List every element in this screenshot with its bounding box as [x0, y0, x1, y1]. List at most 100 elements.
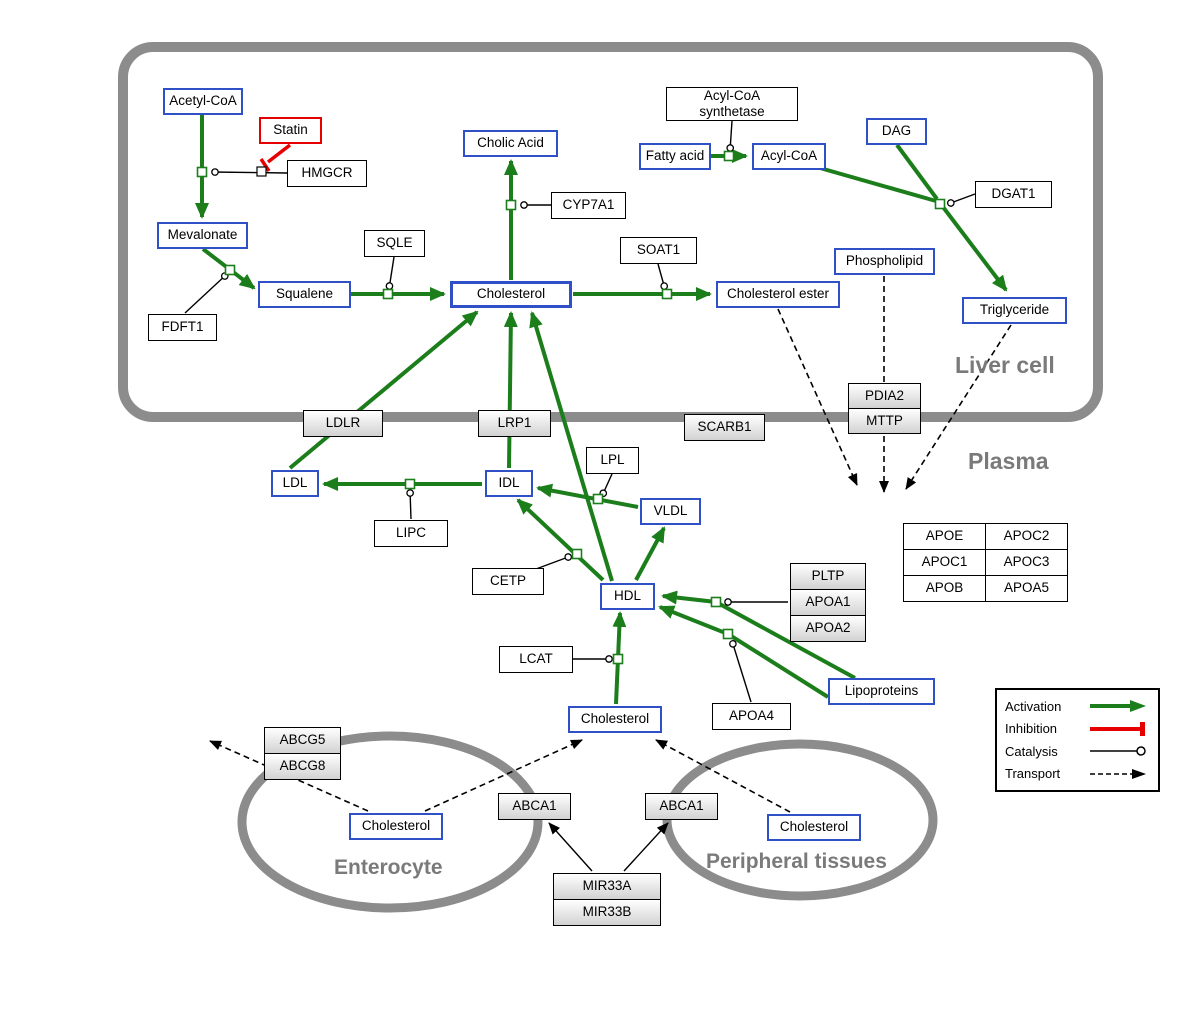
peripheral-tissues-membrane — [662, 739, 938, 901]
transport-enterocyte-cholesterol-abca1 — [424, 739, 583, 812]
membranes — [118, 42, 1103, 913]
activation-arrow-icon — [1090, 700, 1146, 713]
node-phospholipid[interactable]: Phospholipid — [834, 248, 935, 275]
liver-cell-membrane — [118, 42, 1103, 422]
node-abca1-right[interactable]: ABCA1 — [645, 793, 718, 820]
node-hdl[interactable]: HDL — [600, 583, 655, 610]
node-apoa5[interactable]: APOA5 — [985, 575, 1068, 602]
transport-edges — [209, 276, 1012, 813]
node-apoa5-label: APOA5 — [1003, 580, 1050, 596]
node-lipoproteins[interactable]: Lipoproteins — [828, 678, 935, 705]
node-cholesterol-enterocyte-label: Cholesterol — [361, 818, 431, 834]
transport-peripheral-cholesterol-abca1 — [655, 739, 791, 813]
node-vldl[interactable]: VLDL — [640, 498, 701, 525]
node-apoc1-label: APOC1 — [921, 554, 968, 570]
node-scarb1[interactable]: SCARB1 — [684, 414, 765, 441]
catalysis-cetp — [535, 553, 573, 570]
node-abcg8[interactable]: ABCG8 — [264, 753, 341, 780]
node-cholesterol-plasma[interactable]: Cholesterol — [568, 706, 662, 733]
legend-row-activation: Activation — [1005, 699, 1150, 714]
node-idl-label: IDL — [498, 475, 520, 491]
node-apoa1[interactable]: APOA1 — [790, 589, 866, 616]
catalysis-dgat1 — [946, 193, 976, 207]
node-squalene[interactable]: Squalene — [258, 281, 351, 308]
legend-activation-label: Activation — [1005, 698, 1062, 714]
node-apoc1[interactable]: APOC1 — [903, 549, 986, 576]
node-triglyceride-label: Triglyceride — [979, 302, 1050, 318]
node-cholesterol-enterocyte[interactable]: Cholesterol — [349, 813, 443, 840]
node-apoa2[interactable]: APOA2 — [790, 615, 866, 642]
node-lrp1[interactable]: LRP1 — [478, 410, 551, 437]
edge-mir33-abca1-right — [623, 822, 669, 872]
node-apoc2[interactable]: APOC2 — [985, 523, 1068, 550]
edge-dgat-node-triglyceride — [941, 205, 1008, 292]
node-cholesterol-ester-label: Cholesterol ester — [726, 286, 830, 302]
node-cholic-acid[interactable]: Cholic Acid — [463, 130, 558, 157]
node-statin[interactable]: Statin — [259, 117, 322, 144]
node-cholesterol-ester[interactable]: Cholesterol ester — [716, 281, 840, 308]
node-cyp7a1-label: CYP7A1 — [562, 197, 615, 213]
node-ldl[interactable]: LDL — [271, 470, 319, 497]
node-cholesterol-peripheral[interactable]: Cholesterol — [767, 814, 861, 841]
node-apoe[interactable]: APOE — [903, 523, 986, 550]
node-lpl[interactable]: LPL — [586, 447, 639, 474]
node-triglyceride[interactable]: Triglyceride — [962, 297, 1067, 324]
mir33-edges — [548, 822, 669, 872]
node-cholesterol-liver[interactable]: Cholesterol — [450, 281, 572, 308]
node-dgat1[interactable]: DGAT1 — [975, 181, 1052, 208]
node-lrp1-label: LRP1 — [497, 415, 532, 431]
node-hdl-label: HDL — [613, 588, 641, 604]
node-acyl-coa-synthetase[interactable]: Acyl-CoA synthetase — [666, 87, 798, 121]
node-apoa4[interactable]: APOA4 — [712, 703, 791, 730]
node-fdft1[interactable]: FDFT1 — [148, 314, 217, 341]
node-hmgcr-label: HMGCR — [301, 165, 353, 181]
node-pltp[interactable]: PLTP — [790, 563, 866, 590]
node-cetp[interactable]: CETP — [472, 568, 544, 595]
node-apob[interactable]: APOB — [903, 575, 986, 602]
node-pdia2[interactable]: PDIA2 — [848, 383, 921, 409]
node-dag[interactable]: DAG — [866, 118, 927, 145]
node-sqle[interactable]: SQLE — [364, 230, 425, 257]
catalysis-lpl — [599, 473, 613, 498]
node-cholic-acid-label: Cholic Acid — [477, 135, 544, 151]
catalysis-soat1 — [657, 263, 669, 290]
plasma-label: Plasma — [968, 448, 1049, 474]
node-lcat[interactable]: LCAT — [499, 646, 573, 673]
node-apoa1-label: APOA1 — [805, 594, 851, 610]
node-acetyl-coa[interactable]: Acetyl-CoA — [163, 88, 243, 115]
node-apoa2-label: APOA2 — [805, 620, 851, 636]
node-abcg5[interactable]: ABCG5 — [264, 727, 341, 754]
node-vldl-label: VLDL — [653, 503, 688, 519]
node-lipc-label: LIPC — [395, 525, 426, 541]
node-soat1[interactable]: SOAT1 — [620, 237, 697, 264]
node-mir33b[interactable]: MIR33B — [553, 899, 661, 926]
legend-row-inhibition: Inhibition — [1005, 721, 1150, 736]
node-ldlr[interactable]: LDLR — [303, 410, 383, 437]
edge-vldl-idl — [536, 483, 639, 509]
liver-cell-label: Liver cell — [955, 352, 1055, 378]
node-cyp7a1[interactable]: CYP7A1 — [551, 192, 626, 219]
node-statin-label: Statin — [273, 122, 308, 138]
node-acyl-coa[interactable]: Acyl-CoA — [752, 143, 826, 170]
node-hmgcr[interactable]: HMGCR — [287, 160, 367, 187]
node-mir33a[interactable]: MIR33A — [553, 873, 661, 900]
node-apoc3[interactable]: APOC3 — [985, 549, 1068, 576]
node-cholesterol-plasma-label: Cholesterol — [580, 711, 650, 727]
node-abca1-left[interactable]: ABCA1 — [498, 793, 571, 820]
node-idl[interactable]: IDL — [485, 470, 533, 497]
catalysis-apoa4 — [729, 640, 752, 703]
node-lipc[interactable]: LIPC — [374, 520, 448, 547]
node-mevalonate[interactable]: Mevalonate — [157, 222, 248, 249]
transport-enterocyte-cholesterol-abcg — [209, 740, 369, 812]
transport-dashed-arrow-icon — [1090, 768, 1146, 779]
node-mttp[interactable]: MTTP — [848, 408, 921, 434]
transport-cholesterol-ester-to-plasma — [777, 308, 858, 486]
edge-ldl-liver-cholesterol — [288, 310, 479, 470]
reaction-nodes — [196, 150, 946, 665]
legend: Activation Inhibition Catalysis Transpor… — [995, 688, 1160, 792]
node-acetyl-coa-label: Acetyl-CoA — [169, 93, 237, 109]
node-fatty-acid[interactable]: Fatty acid — [639, 143, 711, 170]
edge-mir33-abca1-left — [548, 822, 593, 872]
